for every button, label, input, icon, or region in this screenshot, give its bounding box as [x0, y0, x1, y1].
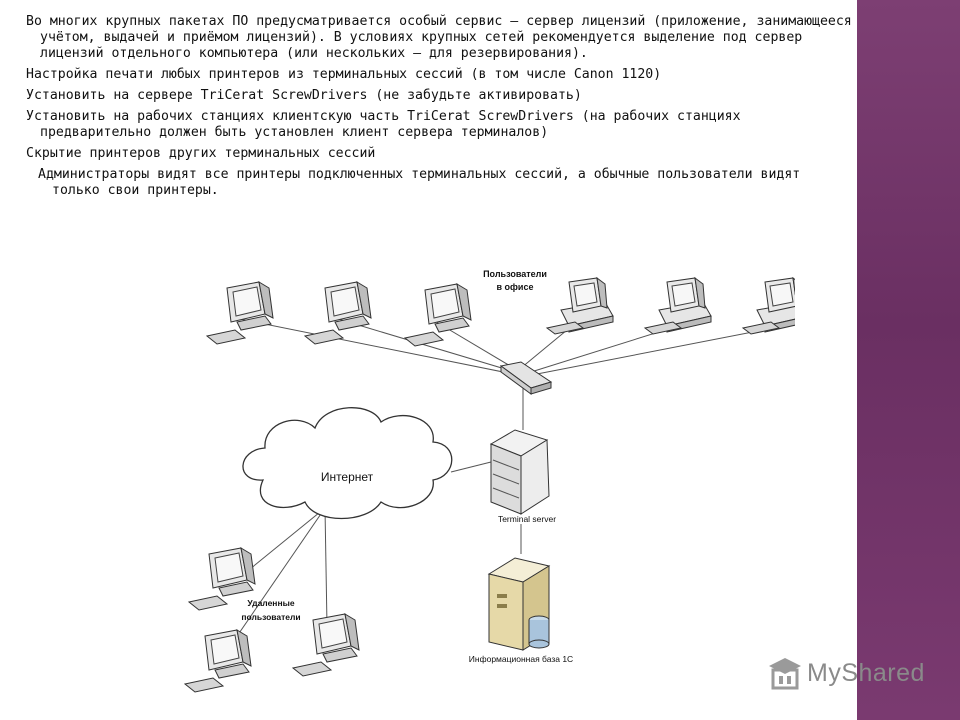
- paragraph-license-server: Во многих крупных пакетах ПО предусматри…: [26, 14, 852, 61]
- network-switch: [499, 361, 553, 395]
- paragraph-install-server: Установить на сервере TriCerat ScrewDriv…: [26, 88, 582, 103]
- terminal-server: [489, 429, 550, 515]
- remote-users-label-1: Удаленные: [247, 598, 294, 608]
- remote-users-label-2: пользователи: [241, 612, 300, 622]
- mortarboard-icon: [769, 658, 801, 690]
- network-diagram: Пользователи в офисе Интернет Terminal s…: [184, 269, 795, 693]
- database-server: [487, 557, 551, 651]
- internet-label: Интернет: [321, 470, 374, 484]
- internet-cloud: [242, 407, 453, 520]
- paragraph-printing-setup: Настройка печати любых принтеров из терм…: [26, 67, 662, 82]
- office-pc-4: [546, 277, 614, 335]
- office-pc-5: [644, 277, 712, 335]
- office-pc-2: [304, 281, 372, 345]
- remote-pc-1: [188, 547, 256, 611]
- watermark-text: MyShared: [807, 659, 925, 687]
- database-label: Информационная база 1С: [469, 654, 573, 664]
- paragraph-admins: Администраторы видят все принтеры подклю…: [38, 167, 801, 198]
- paragraph-install-clients: Установить на рабочих станциях клиентску…: [26, 109, 741, 140]
- office-pc-1: [206, 281, 274, 345]
- slide-text: Во многих крупных пакетах ПО предусматри…: [26, 14, 852, 204]
- office-users-label-1: Пользователи: [483, 269, 547, 279]
- paragraph-hide-printers: Скрытие принтеров других терминальных се…: [26, 146, 376, 161]
- remote-pc-3: [292, 613, 360, 677]
- office-pc-6: [742, 277, 795, 335]
- decorative-sidebar: [857, 0, 960, 720]
- office-users-label-2: в офисе: [497, 282, 534, 292]
- remote-pc-2: [184, 629, 252, 693]
- watermark: MyShared: [765, 656, 945, 696]
- terminal-server-label: Terminal server: [498, 514, 556, 524]
